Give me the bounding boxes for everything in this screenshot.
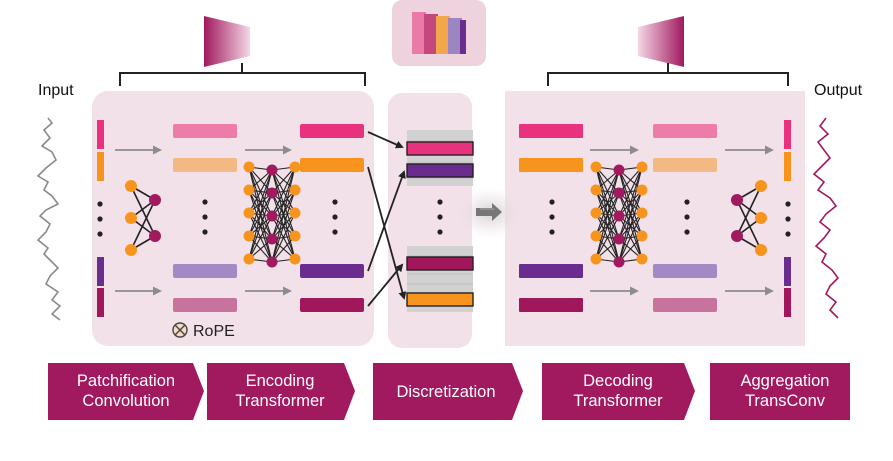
quantization-arrows <box>367 131 407 307</box>
output-signal <box>812 117 840 319</box>
stage-aggregation: Aggregation TransConv <box>710 363 850 420</box>
encoder-tokens-out <box>300 124 364 312</box>
input-label: Input <box>38 82 74 99</box>
rope-label: RoPE <box>193 323 235 340</box>
stage-aggregation-line2: TransConv <box>745 392 826 410</box>
patchify-trapezoid-icon <box>204 16 250 67</box>
codebook-bottom <box>406 246 474 312</box>
output-patches <box>784 120 791 317</box>
stage-decoding: Decoding Transformer <box>542 363 695 420</box>
encoder-tokens-in <box>173 124 237 312</box>
stage-encoding-line1: Encoding <box>246 372 315 390</box>
transconv-trapezoid-icon <box>638 16 684 67</box>
encoder-transformer-network-icon <box>243 161 301 268</box>
stage-decoding-line1: Decoding <box>583 372 653 390</box>
encoder-bracket <box>119 63 366 86</box>
flow-arrow-icon <box>476 203 502 221</box>
stage-encoding: Encoding Transformer <box>207 363 355 420</box>
decoder-tokens-out <box>653 124 717 312</box>
decoder-tokens-in <box>519 124 583 312</box>
stage-discretization: Discretization <box>373 363 523 420</box>
input-patches <box>97 120 104 317</box>
decoder-transformer-network-icon <box>590 161 648 268</box>
codebook-icon <box>392 0 486 66</box>
stage-patchification-line1: Patchification <box>77 372 175 390</box>
stage-encoding-line2: Transformer <box>235 392 325 410</box>
stage-discretization-line1: Discretization <box>396 383 495 401</box>
codebook-dots <box>437 199 443 235</box>
stage-patchification-line2: Convolution <box>82 392 169 410</box>
input-signal <box>36 117 62 321</box>
codebook-top <box>406 130 474 186</box>
output-label: Output <box>814 82 863 99</box>
rope-icon <box>172 322 188 338</box>
transconv-network-icon <box>731 180 767 256</box>
encoder-panel <box>92 91 374 346</box>
stage-decoding-line2: Transformer <box>573 392 663 410</box>
stage-aggregation-line1: Aggregation <box>741 372 830 390</box>
decoder-bracket <box>547 63 789 86</box>
decoder-gray-arrows <box>590 145 774 296</box>
encoder-gray-arrows <box>115 145 292 296</box>
conv-network-icon <box>125 180 161 256</box>
stage-patchification: Patchification Convolution <box>48 363 204 420</box>
